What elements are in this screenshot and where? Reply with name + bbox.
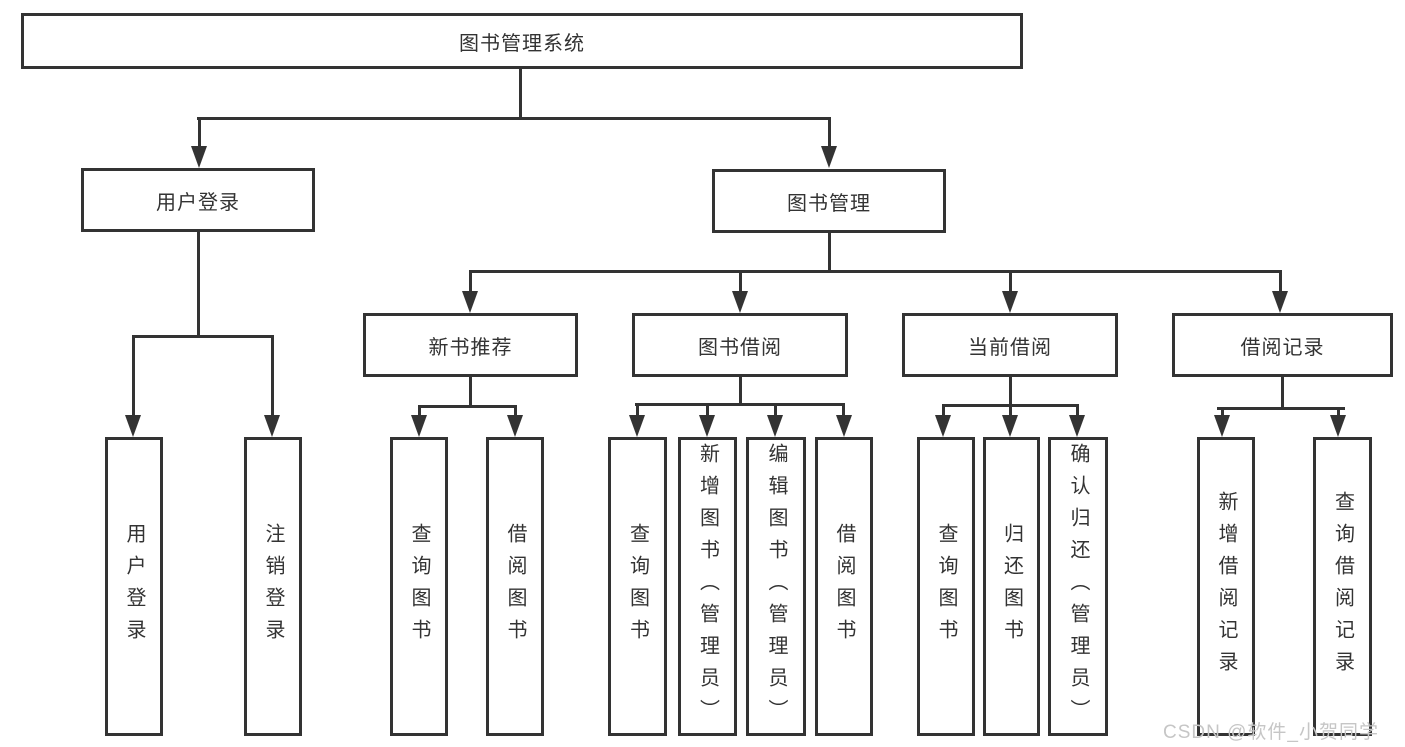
arrowhead-leaf-add-book [699,415,715,437]
connector-level2-rail [197,117,831,120]
leaf-query-books-borrow: 查询图书 [608,437,667,736]
leaf-user-login: 用户登录 [105,437,163,736]
leaf-borrow-books-recommend: 借阅图书 [486,437,544,736]
connector-to-leaf-user-login [132,335,135,417]
connector-borrow-records-stem [1281,377,1284,407]
connector-to-current-borrow [1009,270,1012,293]
node-user-login: 用户登录 [81,168,315,232]
arrowhead-leaf-edit-book [767,415,783,437]
leaf-return-book: 归还图书 [983,437,1040,736]
connector-to-user-login [198,117,201,148]
connector-book-borrow-rail [635,403,845,406]
node-root: 图书管理系统 [21,13,1023,69]
arrowhead-leaf-add-record [1214,415,1230,437]
connector-borrow-records-rail [1217,407,1345,410]
arrowhead-leaf-borrow-books-1 [507,415,523,437]
arrowhead-leaf-logout [264,415,280,437]
arrowhead-book-management [821,146,837,168]
connector-user-login-rail [132,335,274,338]
arrowhead-new-book-recommend [462,291,478,313]
connector-root-stem [519,69,522,117]
leaf-query-books-recommend: 查询图书 [390,437,448,736]
connector-recommend-stem [469,377,472,405]
leaf-add-book-admin: 新增图书（管理员） [678,437,737,736]
connector-to-leaf-logout [271,335,274,417]
arrowhead-leaf-query-books-3 [935,415,951,437]
connector-to-borrow-records [1279,270,1282,293]
leaf-query-borrow-record: 查询借阅记录 [1313,437,1372,736]
node-book-management: 图书管理 [712,169,946,233]
arrowhead-borrow-records [1272,291,1288,313]
connector-to-leaf-add-book [706,403,709,417]
connector-to-book-borrow [739,270,742,293]
leaf-borrow-books: 借阅图书 [815,437,873,736]
arrowhead-leaf-confirm-return [1069,415,1085,437]
leaf-edit-book-admin: 编辑图书（管理员） [746,437,806,736]
connector-current-borrow-stem [1009,377,1012,404]
connector-to-leaf-borrow-books-1 [514,405,517,417]
connector-to-leaf-query-books-3 [942,404,945,417]
node-book-borrow: 图书借阅 [632,313,848,377]
connector-to-new-book-recommend [469,270,472,293]
arrowhead-leaf-query-record [1330,415,1346,437]
connector-to-book-management [828,117,831,148]
node-new-book-recommend: 新书推荐 [363,313,578,377]
arrowhead-current-borrow [1002,291,1018,313]
connector-to-leaf-query-books-2 [636,403,639,417]
leaf-confirm-return-admin: 确认归还（管理员） [1048,437,1108,736]
watermark: CSDN @软件_小贺同学 [1163,722,1379,743]
arrowhead-leaf-query-books-2 [629,415,645,437]
connector-to-leaf-add-record [1221,407,1224,417]
arrowhead-user-login [191,146,207,168]
node-current-borrow: 当前借阅 [902,313,1118,377]
connector-book-borrow-stem [739,377,742,403]
node-borrow-records: 借阅记录 [1172,313,1393,377]
connector-book-management-stem [828,233,831,270]
arrowhead-leaf-return-book [1002,415,1018,437]
arrowhead-book-borrow [732,291,748,313]
connector-level3-rail [469,270,1282,273]
connector-to-leaf-return-book [1009,404,1012,417]
connector-to-leaf-borrow-books-2 [842,403,845,417]
arrowhead-leaf-borrow-books-2 [836,415,852,437]
leaf-query-books-current: 查询图书 [917,437,975,736]
connector-to-leaf-query-record [1337,407,1340,417]
arrowhead-leaf-query-books-1 [411,415,427,437]
leaf-logout: 注销登录 [244,437,302,736]
leaf-add-borrow-record: 新增借阅记录 [1197,437,1255,736]
arrowhead-leaf-user-login [125,415,141,437]
connector-recommend-rail [418,405,517,408]
connector-user-login-stem [197,232,200,335]
connector-to-leaf-edit-book [774,403,777,417]
connector-to-leaf-query-books-1 [418,405,421,417]
connector-to-leaf-confirm-return [1076,404,1079,417]
